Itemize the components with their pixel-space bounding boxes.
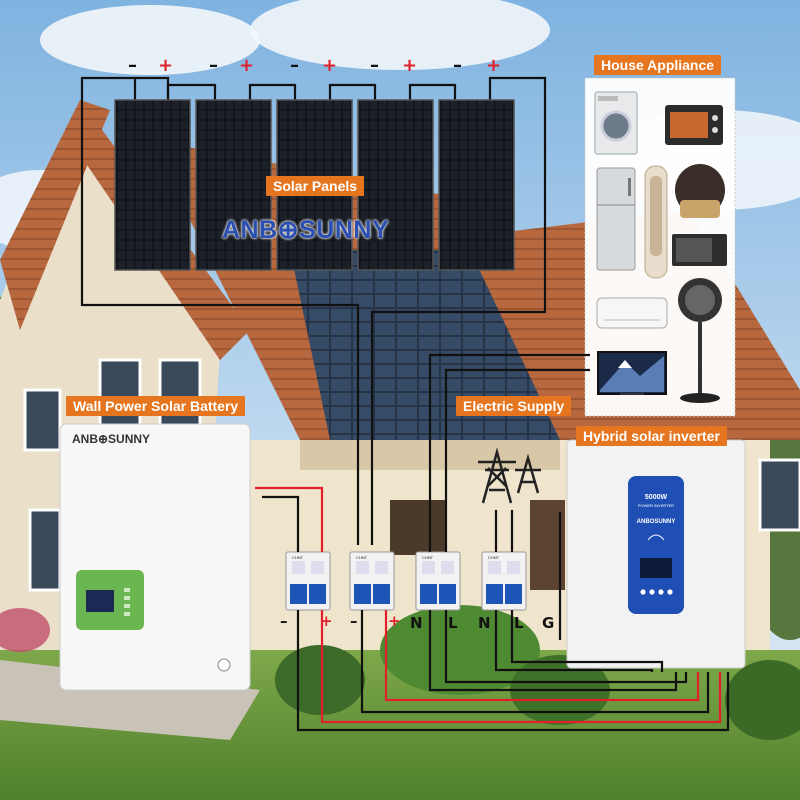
shrub [275, 645, 365, 715]
brand-logo: ANB⊕SUNNY [222, 216, 390, 244]
tower-fan-icon [644, 165, 668, 279]
wall-battery-label: Wall Power Solar Battery [66, 396, 246, 416]
appliance-icons [594, 91, 727, 403]
terminal-label: + [388, 612, 401, 630]
shrub [725, 660, 800, 740]
terminal-label: – [350, 612, 358, 630]
terminal-label: L [514, 614, 524, 632]
solar-panel [195, 99, 272, 271]
terminal-label: N [410, 614, 423, 632]
toaster-oven-icon [665, 105, 723, 145]
terminal-label: – [280, 612, 288, 630]
hybrid-inverter-label: Hybrid solar inverter [576, 426, 727, 446]
battery-buttons [124, 588, 130, 616]
breaker [349, 551, 395, 611]
flowers [0, 608, 50, 652]
panel-plus: + [402, 55, 418, 76]
rice-cooker-icon [675, 164, 725, 218]
panel-plus: + [486, 55, 502, 76]
wiring [255, 353, 730, 732]
inverter-wave-icon [647, 534, 665, 541]
battery-lcd [86, 590, 114, 612]
battery-port [217, 658, 231, 672]
solar-panel [114, 99, 191, 271]
panel-plus: + [322, 55, 338, 76]
inverter-buttons [640, 589, 673, 595]
panel-plus: + [239, 55, 255, 76]
battery-brand-logo: ANB⊕SUNNY [72, 432, 151, 446]
microwave-icon [672, 234, 727, 266]
panel-minus: – [453, 55, 462, 76]
breaker [481, 551, 527, 611]
breaker-brand: CHNT [292, 555, 304, 560]
terminal-label: + [320, 612, 333, 630]
inverter-front-panel [628, 476, 684, 614]
air-conditioner-icon [596, 297, 668, 329]
breaker [415, 551, 461, 611]
wall-battery [59, 423, 251, 691]
panel-minus: – [128, 55, 137, 76]
washing-machine-icon [594, 91, 638, 155]
shrub [380, 605, 540, 695]
window [98, 358, 142, 432]
cloud [40, 5, 260, 75]
inverter-rating: 5000W [644, 494, 668, 501]
house-appliance-label: House Appliance [594, 55, 722, 75]
terminal-label: G [542, 614, 555, 632]
inverter-lcd [640, 558, 672, 578]
panel-minus: – [370, 55, 379, 76]
breaker-brand: CHNT [488, 555, 500, 560]
door [390, 500, 445, 555]
inverter-subtitle: POWER INVERTER [637, 503, 675, 508]
breaker-brand: CHNT [422, 555, 434, 560]
breaker-brand: CHNT [356, 555, 368, 560]
cloud [250, 0, 550, 70]
solar-panel [357, 99, 434, 271]
inverter-brand: ANBOSUNNY [636, 519, 676, 525]
window [28, 508, 62, 592]
panel-minus: – [209, 55, 218, 76]
terminal-label: N [478, 614, 491, 632]
panel-plus: + [158, 55, 174, 76]
window [758, 458, 800, 532]
panel-minus: – [290, 55, 299, 76]
window [158, 358, 202, 432]
breaker-group [285, 551, 527, 611]
television-icon [597, 351, 667, 395]
refrigerator-icon [596, 167, 636, 271]
standing-fan-icon [678, 278, 722, 403]
breaker [285, 551, 331, 611]
panel-string-wires [80, 76, 547, 545]
window [23, 388, 62, 452]
terminal-label: L [448, 614, 458, 632]
electric-supply-label: Electric Supply [456, 396, 572, 416]
solar-panel [438, 99, 515, 271]
transmission-tower-icon [478, 447, 541, 504]
solar-panels-label: Solar Panels [266, 176, 365, 196]
